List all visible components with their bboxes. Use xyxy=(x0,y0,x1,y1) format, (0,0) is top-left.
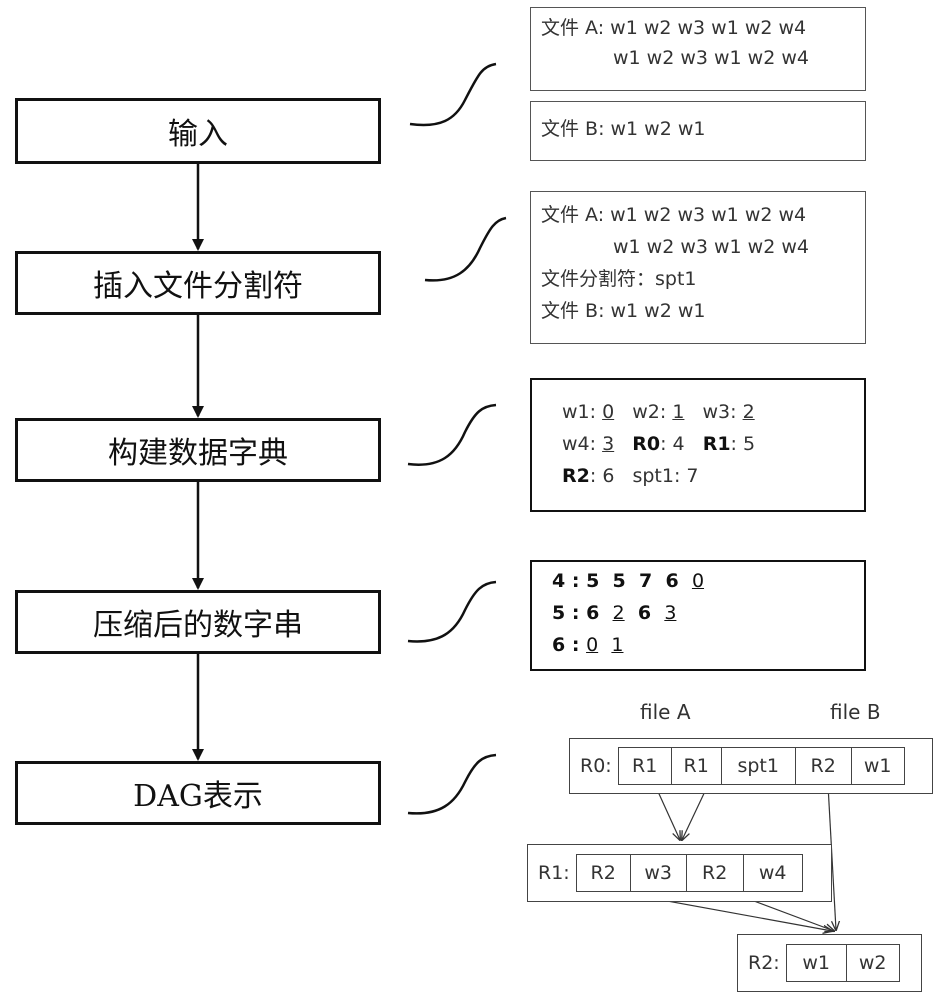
compressed-row-1: 4 : 5 5 7 6 0 xyxy=(552,570,705,592)
dict-entry: w3: 2 xyxy=(702,401,755,423)
file-b-label-dag: file B xyxy=(830,700,881,724)
step-dag: DAG表示 xyxy=(15,761,381,825)
dict-entry: w4: 3 xyxy=(562,433,615,455)
dict-entry: w2: 1 xyxy=(632,401,685,423)
dag-cell: w4 xyxy=(758,862,787,884)
dag-node-r2-cells: w1 w2 xyxy=(785,944,900,982)
dag-edge-r1a xyxy=(654,784,680,840)
file-a-words-1: w1 w2 w3 w1 w2 w4 xyxy=(610,17,807,39)
squiggle-connector-3 xyxy=(407,403,497,466)
dictionary-row-3: R2: 6 spt1: 7 xyxy=(562,460,834,492)
file-a-label: 文件 A: xyxy=(541,17,611,39)
input-file-a-box: 文件 A: w1 w2 w3 w1 w2 w4 w1 w2 w3 w1 w2 w… xyxy=(530,7,866,91)
compressed-row-2: 5 : 6 2 6 3 xyxy=(552,602,677,624)
dag-node-r1-label: R1: xyxy=(538,862,570,884)
dictionary-row-2: w4: 3 R0: 4 R1: 5 xyxy=(562,428,834,460)
squiggle-connector-1 xyxy=(409,62,497,127)
file-a-label-dag: file A xyxy=(640,700,691,724)
input-file-b-box: 文件 B: w1 w2 w1 xyxy=(530,101,866,161)
dag-node-r1: R1: R2 w3 R2 w4 xyxy=(527,844,832,902)
step-build-dictionary: 构建数据字典 xyxy=(15,418,381,482)
dag-cell: R2 xyxy=(796,748,852,784)
dag-cell: spt1 xyxy=(722,748,796,784)
file-a-line-1: 文件 A: w1 w2 w3 w1 w2 w4 xyxy=(541,13,855,43)
file-a-line-2: w1 w2 w3 w1 w2 w4 xyxy=(613,47,809,69)
file-b-line: 文件 B: w1 w2 w1 xyxy=(541,118,706,140)
separator-line-1: 文件 A: w1 w2 w3 w1 w2 w4 xyxy=(541,204,807,226)
dictionary-box: w1: 0 w2: 1 w3: 2 w4: 3 R0: 4 R1: 5 R2: … xyxy=(530,378,866,512)
squiggle-connector-4 xyxy=(407,580,497,643)
separator-box: 文件 A: w1 w2 w3 w1 w2 w4 w1 w2 w3 w1 w2 w… xyxy=(530,191,866,344)
separator-line-2: w1 w2 w3 w1 w2 w4 xyxy=(613,236,809,258)
separator-line-3: 文件分割符：spt1 xyxy=(541,268,697,290)
dict-entry: R1: 5 xyxy=(702,433,756,455)
dag-node-r2-label: R2: xyxy=(748,952,780,974)
step-insert-separator: 插入文件分割符 xyxy=(15,251,381,315)
squiggle-connector-5 xyxy=(407,753,497,815)
dag-cell: R1 xyxy=(619,748,672,784)
dag-cell: R1 xyxy=(672,748,722,784)
dag-node-r0-label: R0: xyxy=(580,755,612,777)
dict-entry: R0: 4 xyxy=(632,433,685,455)
compressed-string-box: 4 : 5 5 7 6 0 5 : 6 2 6 3 6 : 0 1 xyxy=(530,560,866,671)
step-compressed-string: 压缩后的数字串 xyxy=(15,590,381,654)
dag-cell: R2 xyxy=(687,855,744,891)
dag-edge-r0-r2 xyxy=(827,784,836,930)
compressed-row-3: 6 : 0 1 xyxy=(552,634,624,656)
dag-node-r0-cells: R1 R1 spt1 R2 w1 xyxy=(617,747,905,785)
dag-node-r1-cells: R2 w3 R2 w4 xyxy=(575,854,803,892)
dict-entry: R2: 6 xyxy=(562,465,615,487)
dict-entry: spt1: 7 xyxy=(632,465,699,487)
dag-edge-r1b xyxy=(682,784,709,840)
dag-cell: w1 xyxy=(787,945,847,981)
dag-cell: w3 xyxy=(631,855,687,891)
dictionary-row-1: w1: 0 w2: 1 w3: 2 xyxy=(562,396,834,428)
dag-node-r0: R0: R1 R1 spt1 R2 w1 xyxy=(569,738,933,794)
dag-cell: R2 xyxy=(577,855,631,891)
dict-entry: w1: 0 xyxy=(562,401,615,423)
squiggle-connector-2 xyxy=(424,216,507,282)
separator-line-4: 文件 B: w1 w2 w1 xyxy=(541,300,706,322)
dag-cell: w1 xyxy=(863,755,892,777)
dag-node-r2: R2: w1 w2 xyxy=(737,934,922,992)
dag-cell: w2 xyxy=(858,952,887,974)
step-input: 输入 xyxy=(15,98,381,164)
